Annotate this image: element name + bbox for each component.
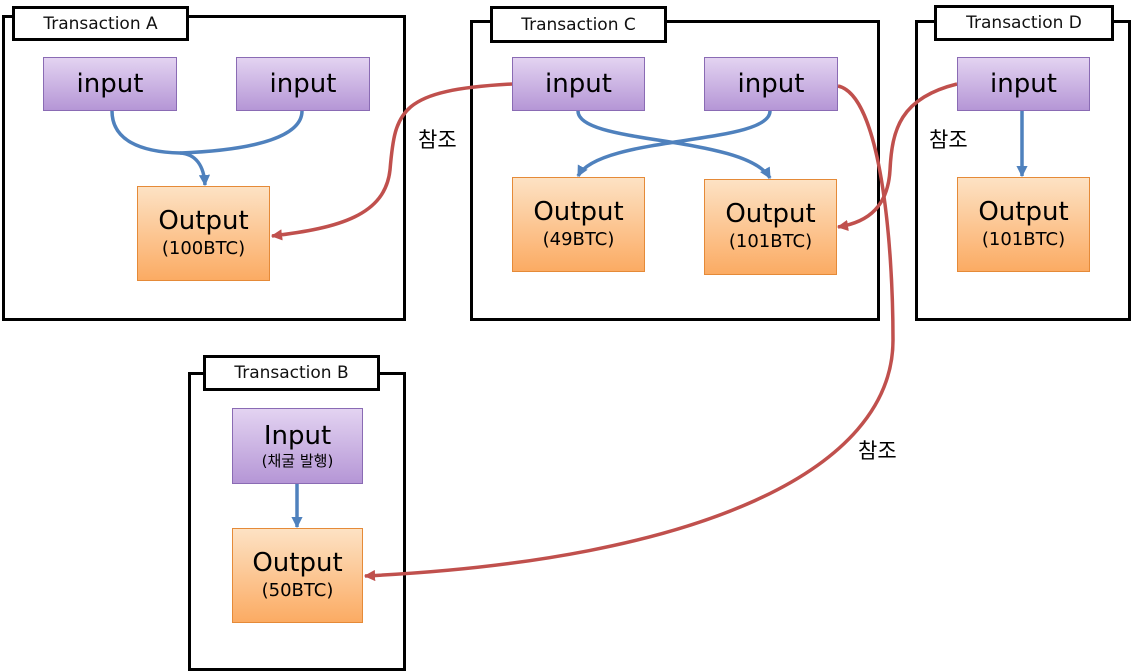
output-label: Output: [252, 547, 343, 578]
transaction-b-output: Output (50BTC): [232, 528, 363, 623]
output-amount: (100BTC): [161, 237, 246, 259]
output-label: Output: [158, 205, 249, 236]
input-label: input: [737, 69, 805, 99]
flow-a-input1-to-output: [110, 110, 211, 187]
flow-c-input2-to-output1: [576, 110, 772, 177]
reference-c-to-b: [363, 84, 895, 582]
input-label: input: [990, 69, 1057, 99]
transaction-b-title: Transaction B: [203, 355, 380, 391]
output-amount: (101BTC): [981, 228, 1066, 250]
input-label: input: [76, 69, 144, 99]
transaction-d-input: input: [957, 57, 1090, 111]
flow-a-input2-to-output: [179, 110, 304, 155]
transaction-a-input-1: input: [43, 57, 177, 111]
output-amount: (50BTC): [261, 579, 334, 601]
reference-label-c-to-a: 참조: [418, 128, 457, 152]
transaction-c-output-1: Output (49BTC): [512, 177, 645, 272]
reference-c-to-a: [270, 82, 513, 241]
transaction-c-input-1: input: [512, 57, 645, 111]
output-label: Output: [533, 196, 624, 227]
input-label: input: [545, 69, 612, 99]
transaction-a-title: Transaction A: [12, 6, 189, 41]
reference-label-d-to-c: 참조: [929, 128, 968, 152]
reference-label-c-to-b: 참조: [858, 439, 897, 463]
transaction-c-input-2: input: [704, 57, 838, 111]
input-label: Input: [263, 421, 332, 451]
output-label: Output: [978, 196, 1069, 227]
transaction-a-input-2: input: [236, 57, 370, 111]
output-amount: (101BTC): [728, 231, 813, 252]
transaction-c-output-2: Output (101BTC): [704, 179, 837, 275]
transaction-d-title: Transaction D: [934, 5, 1114, 41]
output-amount: (49BTC): [542, 228, 615, 250]
transaction-c-title: Transaction C: [490, 6, 667, 43]
flow-c-input1-to-output2: [576, 110, 772, 180]
transaction-b-input: Input (채굴 발행): [232, 408, 363, 484]
reference-d-to-c: [836, 82, 958, 231]
transaction-a-output: Output (100BTC): [137, 186, 270, 281]
input-label: input: [269, 69, 337, 99]
transaction-d-output: Output (101BTC): [957, 177, 1090, 272]
input-note: (채굴 발행): [261, 452, 334, 470]
output-label: Output: [725, 199, 816, 229]
